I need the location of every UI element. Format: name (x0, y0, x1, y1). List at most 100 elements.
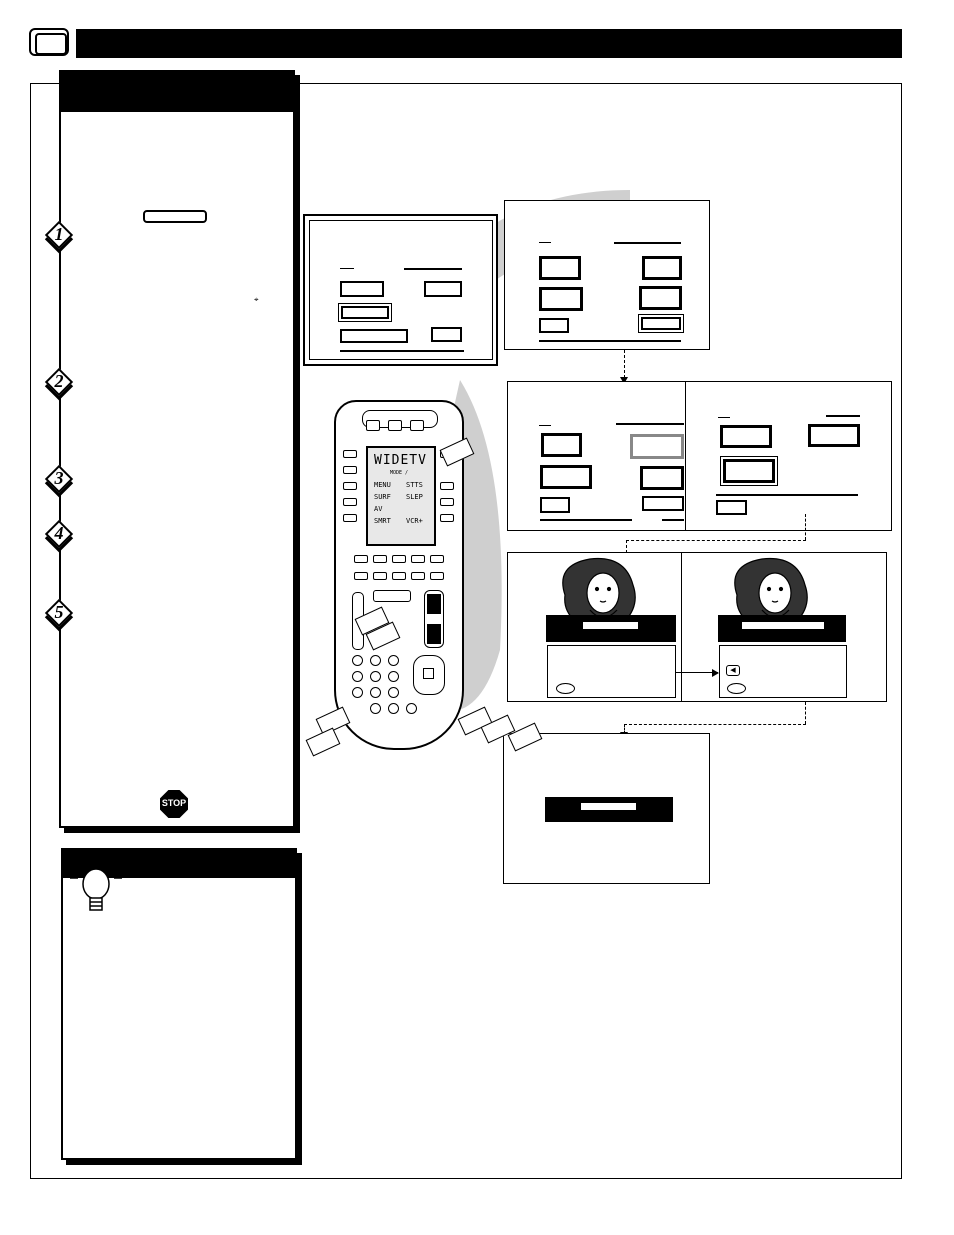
woman-portrait-icon-2 (734, 557, 808, 622)
menu-b-box-1 (539, 256, 581, 280)
menu-d-rule (718, 417, 730, 418)
light-bulb-icon (70, 852, 122, 911)
stop-sign-icon: STOP (160, 790, 188, 818)
remote-key (373, 555, 387, 563)
remote-key (373, 572, 387, 580)
remote-key (430, 572, 444, 580)
menu-c-box-1 (541, 433, 582, 457)
remote-top-key-1 (366, 420, 380, 431)
menu-b-rule-right (614, 242, 681, 244)
remote-side-key (343, 482, 357, 490)
remote-lcd-screen: WIDETV MODE / MENU STTS SURF SLEP AV SMR… (366, 446, 436, 546)
menu-b-box-5 (539, 318, 569, 333)
connector-d-e (805, 514, 806, 540)
remote-side-key (440, 498, 454, 506)
menu-a-box-5 (431, 327, 462, 342)
menu-c-box-5 (540, 497, 570, 513)
connector-d-e-h (626, 540, 806, 541)
menu-d-box-4 (716, 500, 747, 515)
tv-icon (29, 28, 69, 56)
stop-sign-label: STOP (161, 798, 187, 808)
remote-side-key (343, 514, 357, 522)
header-bar (76, 29, 902, 58)
menu-c-box-2 (630, 434, 684, 459)
tip-panel (61, 848, 297, 1160)
menu-d-rule-right (826, 415, 860, 417)
menu-b-box-4 (639, 286, 682, 310)
menu-a-rule-right (404, 268, 462, 270)
menu-c-box-3 (540, 465, 592, 489)
button-pill-icon (143, 210, 207, 223)
picture-e-oval-icon (556, 683, 575, 694)
remote-play-key (373, 590, 411, 602)
remote-number-key (352, 671, 363, 682)
remote-side-key (440, 482, 454, 490)
remote-key (430, 555, 444, 563)
remote-number-key (388, 671, 399, 682)
menu-c-rule (539, 425, 551, 426)
remote-number-key (370, 655, 381, 666)
remote-key-surf: SURF (374, 493, 391, 501)
menu-c-box-6 (642, 496, 684, 511)
connector-e-f-arrow (712, 669, 719, 677)
menu-c-rule-right (616, 423, 684, 425)
connector-f-g-v2 (624, 724, 625, 734)
remote-cursor-pad (413, 655, 445, 695)
remote-brand: WIDETV (374, 453, 427, 468)
remote-cursor-center (423, 668, 434, 679)
remote-number-key (388, 703, 399, 714)
menu-a-box-1 (340, 281, 384, 297)
remote-key-smrt: SMRT (374, 517, 391, 525)
remote-side-key (440, 514, 454, 522)
connector-f-g (805, 702, 806, 724)
remote-number-key (388, 655, 399, 666)
connector-e-f (676, 672, 718, 673)
menu-b-box-6 (641, 317, 681, 330)
menu-a-rule-bottom (340, 350, 464, 352)
remote-key (411, 555, 425, 563)
picture-e-menu-slot (583, 622, 638, 629)
remote-number-key (370, 671, 381, 682)
menu-b-rule-bottom (539, 340, 681, 342)
remote-number-key (352, 655, 363, 666)
remote-number-key (406, 703, 417, 714)
woman-portrait-icon (562, 557, 636, 622)
volume-plus-icon (427, 594, 441, 614)
remote-top-key-3 (410, 420, 424, 431)
step-5-diamond-icon: 5 (44, 598, 74, 628)
menu-c-rule-bottom (540, 519, 632, 521)
menu-c-rule-bottom-right (662, 519, 684, 521)
remote-side-key (343, 450, 357, 458)
final-menu-slot (581, 803, 636, 810)
step-2-diamond-icon: 2 (44, 367, 74, 397)
menu-d-box-1 (720, 425, 772, 448)
crosshair-icon: ⌖ (254, 295, 259, 304)
menu-a-rule (340, 268, 354, 269)
screen-menu-pair-divider (685, 381, 686, 531)
picture-f-menu-slot (742, 622, 824, 629)
screen-picture-pair-divider (681, 552, 682, 702)
picture-f-oval-icon (727, 683, 746, 694)
remote-number-key (370, 687, 381, 698)
remote-top-key-2 (388, 420, 402, 431)
remote-number-key (352, 687, 363, 698)
menu-b-rule (539, 242, 551, 243)
menu-a-box-3 (341, 306, 389, 319)
step-1-diamond-icon: 1 (44, 220, 74, 250)
connector-b-c-arrow (620, 377, 628, 384)
step-3-diamond-icon: 3 (44, 464, 74, 494)
instruction-panel (59, 70, 295, 828)
remote-key (354, 572, 368, 580)
remote-key-menu: MENU (374, 481, 391, 489)
remote-number-key (370, 703, 381, 714)
menu-d-rule-mid (716, 494, 858, 496)
step-connector-line (60, 240, 61, 630)
menu-c-box-4 (640, 466, 684, 490)
remote-side-key (343, 466, 357, 474)
remote-key (392, 572, 406, 580)
menu-b-box-2 (642, 256, 682, 280)
menu-a-box-2 (424, 281, 462, 297)
connector-d-e-v2 (626, 540, 627, 558)
connector-f-g-h (624, 724, 806, 725)
remote-key (411, 572, 425, 580)
